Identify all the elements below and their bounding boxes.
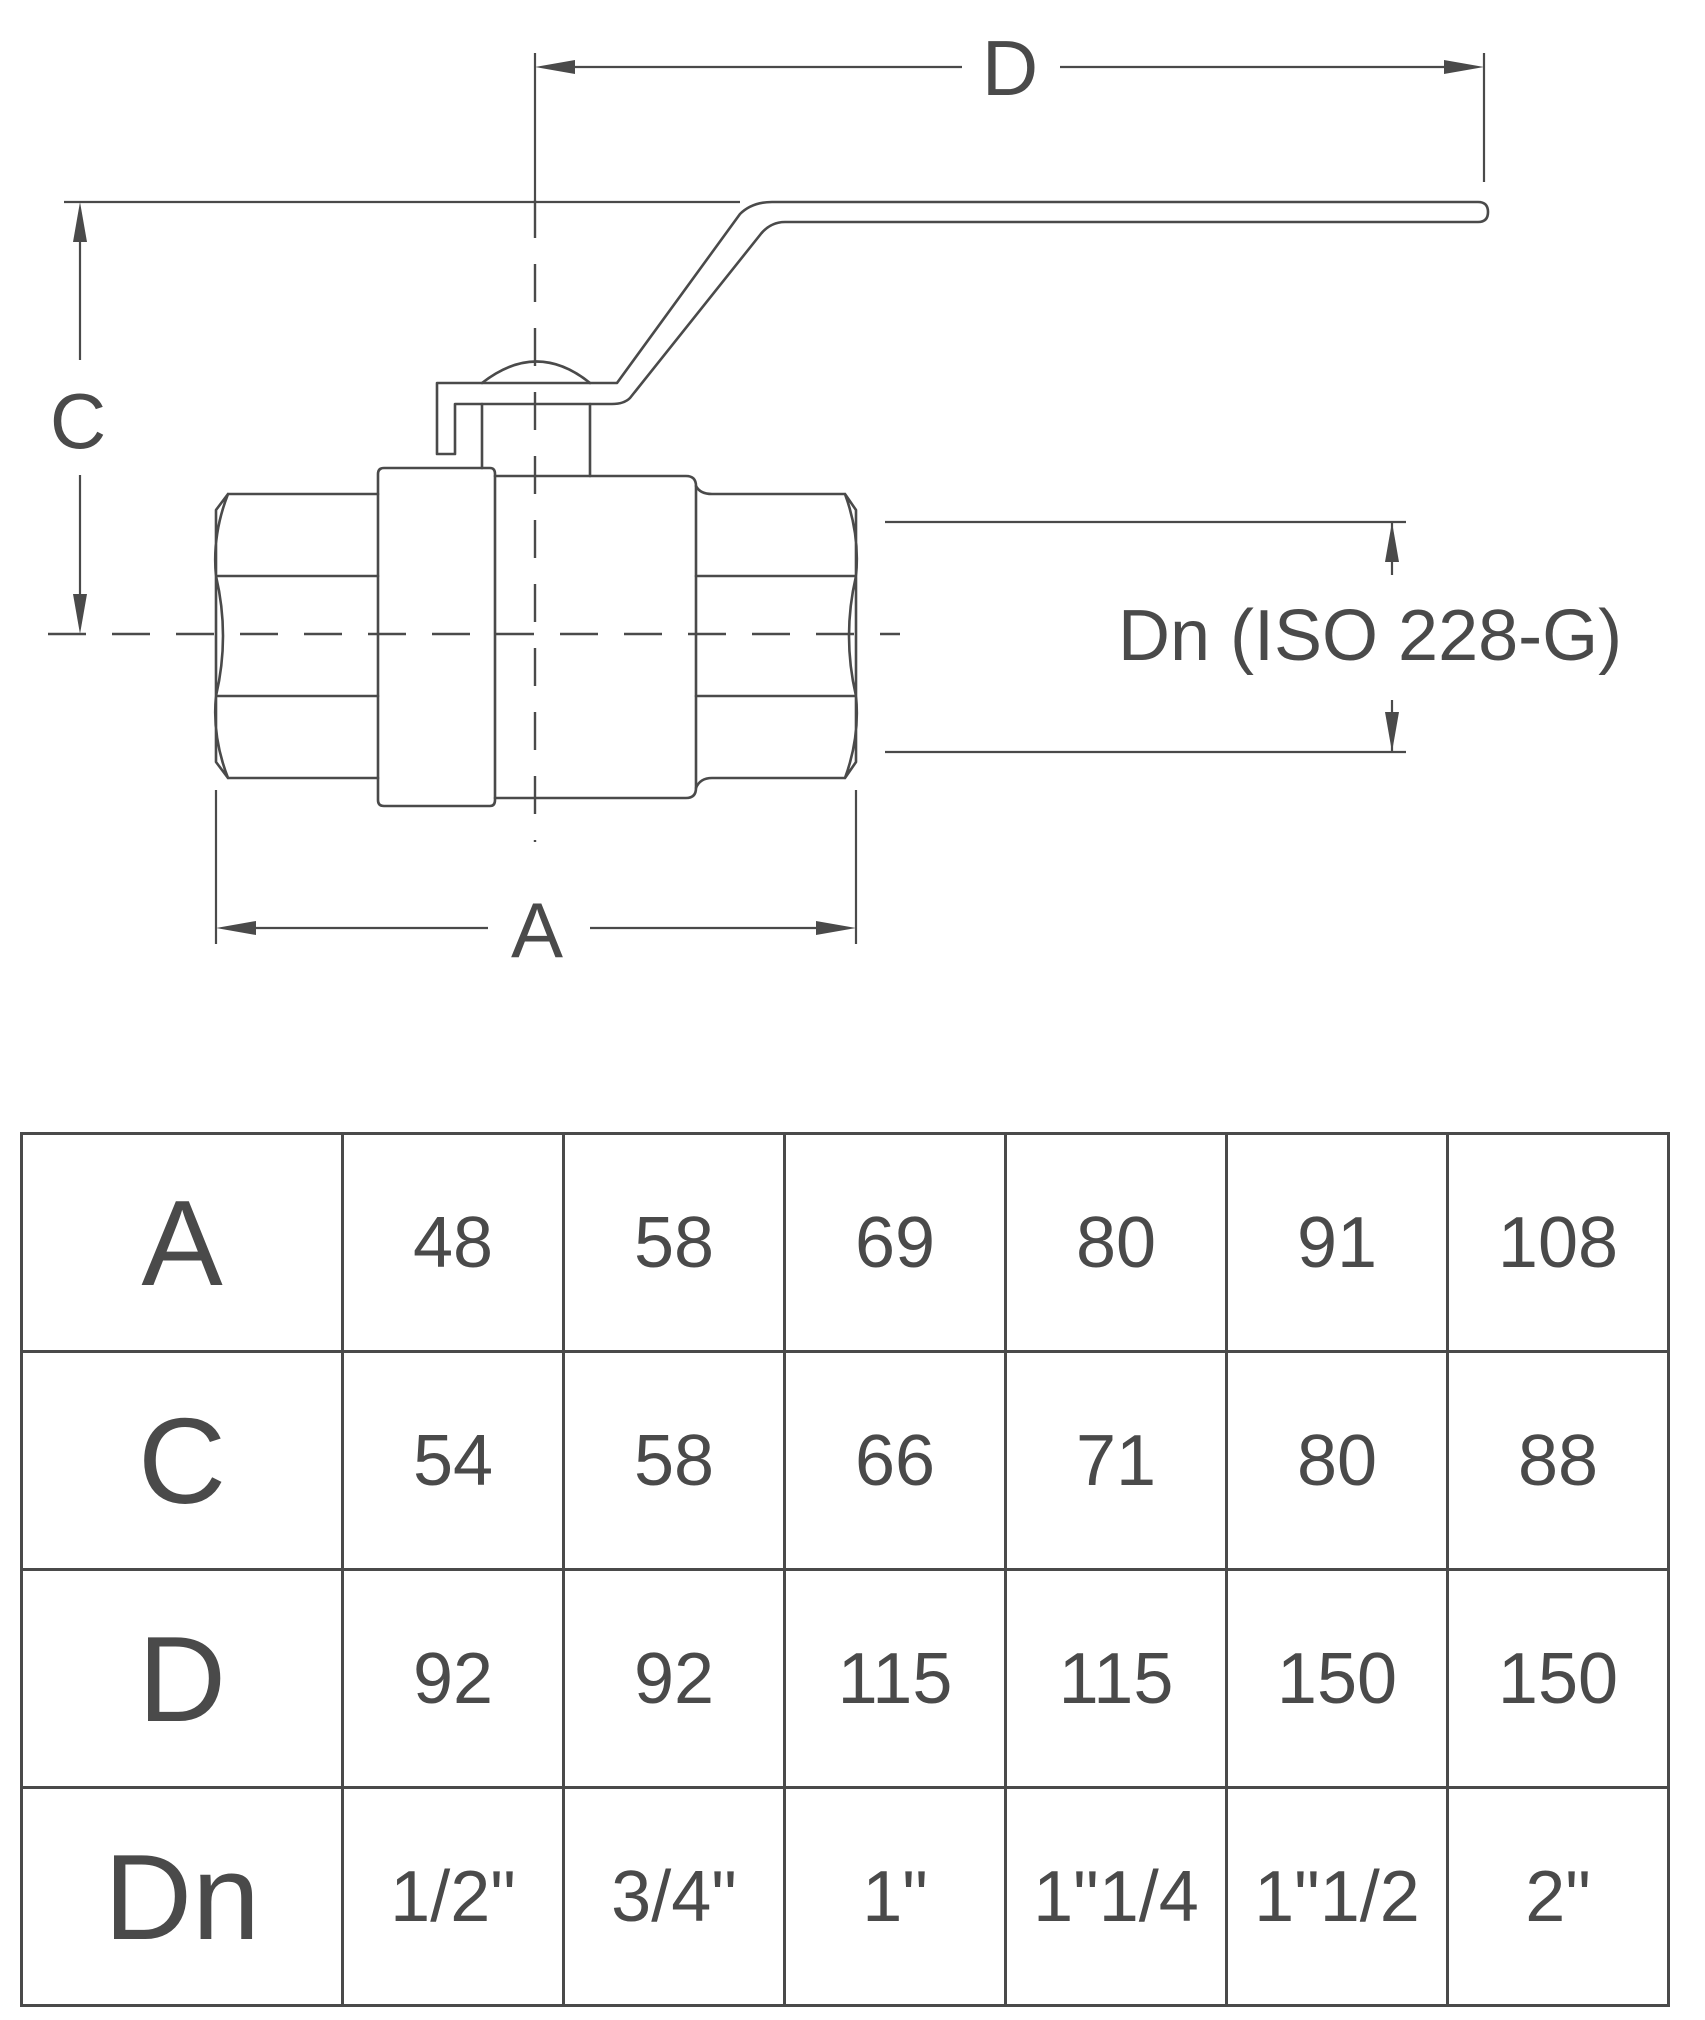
- label-c: C: [50, 377, 106, 465]
- table-cell: 115: [783, 1568, 1007, 1789]
- dimension-dn: Dn (ISO 228-G): [885, 520, 1622, 754]
- table-cell: 1"1/4: [1004, 1786, 1228, 2007]
- arrow-down-icon: [1385, 712, 1399, 752]
- arrow-left-icon: [216, 921, 256, 935]
- table-cell: 80: [1225, 1350, 1449, 1571]
- row-header: A: [20, 1132, 344, 1353]
- table-cell: 66: [783, 1350, 1007, 1571]
- table-cell: 92: [341, 1568, 565, 1789]
- table-cell: 150: [1225, 1568, 1449, 1789]
- table-cell: 80: [1004, 1132, 1228, 1353]
- table-row: D 92 92 115 115 150 150: [20, 1568, 1670, 1789]
- lever-handle: [435, 200, 1490, 456]
- arrow-up-icon: [1385, 522, 1399, 562]
- dimension-c: C: [50, 200, 740, 634]
- right-hex-end: [694, 484, 859, 790]
- table-cell: 150: [1446, 1568, 1670, 1789]
- table-cell: 1"1/2: [1225, 1786, 1449, 2007]
- valve-technical-drawing: D C A Dn (ISO 228-G: [48, 24, 1622, 974]
- table-cell: 1": [783, 1786, 1007, 2007]
- arrow-left-icon: [535, 60, 575, 74]
- table-cell: 88: [1446, 1350, 1670, 1571]
- table-cell: 91: [1225, 1132, 1449, 1353]
- table-row: C 54 58 66 71 80 88: [20, 1350, 1670, 1571]
- dimension-a: A: [214, 790, 858, 974]
- arrow-up-icon: [73, 202, 87, 242]
- table-cell: 69: [783, 1132, 1007, 1353]
- arrow-right-icon: [816, 921, 856, 935]
- arrow-down-icon: [73, 594, 87, 634]
- table-row: A 48 58 69 80 91 108: [20, 1132, 1670, 1353]
- label-d: D: [982, 24, 1038, 112]
- table-cell: 71: [1004, 1350, 1228, 1571]
- table-cell: 54: [341, 1350, 565, 1571]
- table-row: Dn 1/2" 3/4" 1" 1"1/4 1"1/2 2": [20, 1786, 1670, 2007]
- table-cell: 58: [562, 1132, 786, 1353]
- table-cell: 115: [1004, 1568, 1228, 1789]
- left-hex-end: [213, 492, 380, 780]
- label-a: A: [511, 886, 563, 974]
- dimension-d: D: [533, 24, 1486, 200]
- table-cell: 1/2": [341, 1786, 565, 2007]
- table-cell: 48: [341, 1132, 565, 1353]
- union-nut: [376, 466, 497, 808]
- arrow-right-icon: [1444, 60, 1484, 74]
- table-cell: 92: [562, 1568, 786, 1789]
- stem-nut: [480, 360, 592, 385]
- row-header: Dn: [20, 1786, 344, 2007]
- label-dn: Dn (ISO 228-G): [1118, 596, 1622, 676]
- row-header: C: [20, 1350, 344, 1571]
- table-cell: 108: [1446, 1132, 1670, 1353]
- valve-body: [493, 474, 698, 800]
- table-cell: 3/4": [562, 1786, 786, 2007]
- row-header: D: [20, 1568, 344, 1789]
- dimensions-table: A 48 58 69 80 91 108 C 54 58 66 71 80 88…: [20, 1132, 1670, 2007]
- table-cell: 58: [562, 1350, 786, 1571]
- table-cell: 2": [1446, 1786, 1670, 2007]
